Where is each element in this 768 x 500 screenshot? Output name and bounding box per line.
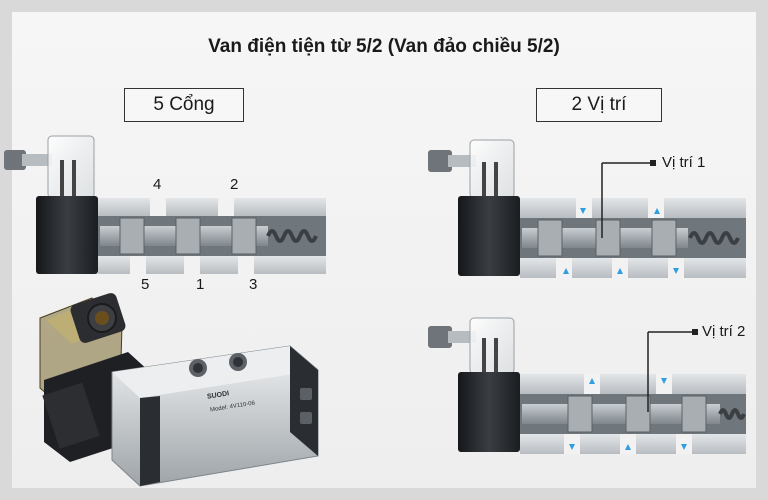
callout-position1: Vị trí 1 <box>662 154 706 171</box>
callout-position2: Vị trí 2 <box>702 323 746 340</box>
solenoid-coil <box>36 196 98 274</box>
port-5-label: 5 <box>141 276 150 293</box>
spring <box>266 229 318 243</box>
positions-label-box: 2 Vị trí <box>536 88 662 122</box>
position2-valve-section <box>428 317 746 454</box>
solenoid-coil-pos1 <box>458 196 520 276</box>
port-1-label: 1 <box>196 276 205 293</box>
port-3-label: 3 <box>249 276 258 293</box>
flow-arrow <box>580 208 586 214</box>
port-4-label: 4 <box>153 176 162 193</box>
page-title: Van điện tiện từ 5/2 (Van đảo chiều 5/2) <box>208 36 560 57</box>
product-photo <box>39 293 319 487</box>
left-valve-section <box>4 135 326 274</box>
connector-housing <box>47 135 95 199</box>
ports-label-box: 5 Cổng <box>124 88 244 122</box>
connector-cable <box>22 154 52 166</box>
position1-valve-section <box>428 139 746 278</box>
connector-plug <box>4 150 26 170</box>
port-2-label: 2 <box>230 176 239 193</box>
